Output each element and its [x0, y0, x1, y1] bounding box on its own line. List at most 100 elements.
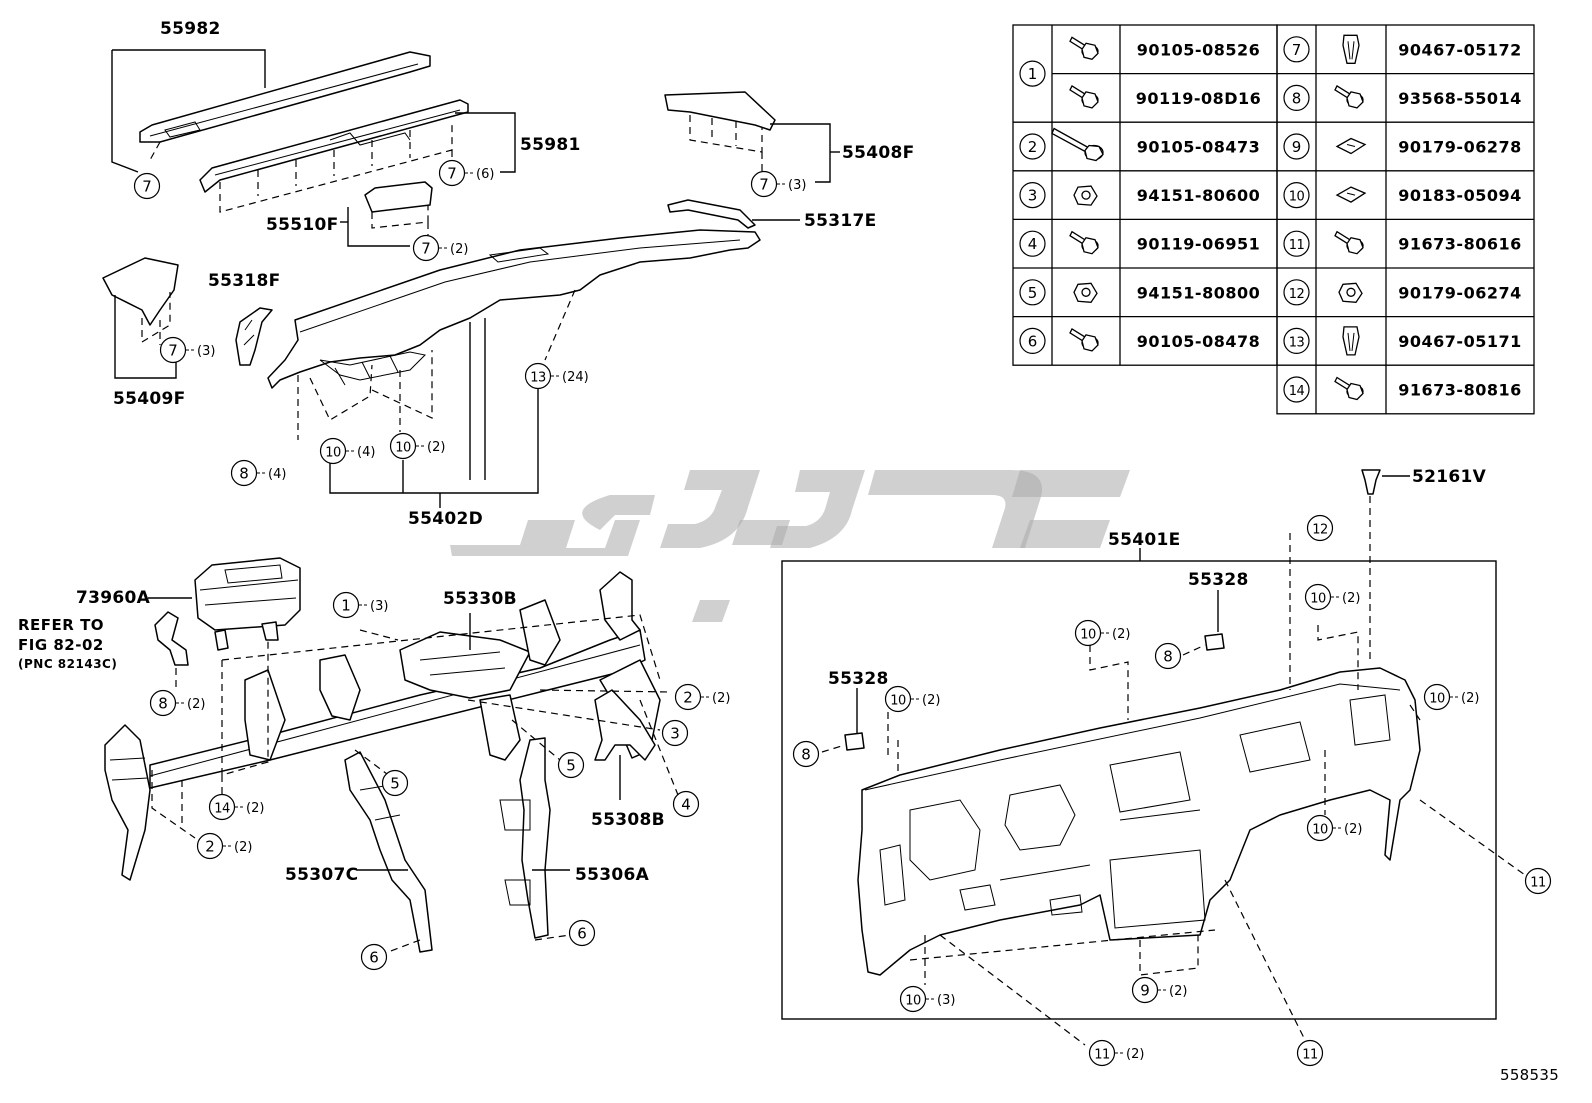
note-line-3: (PNC 82143C): [18, 657, 117, 671]
part-55982-drawing: [111, 49, 431, 173]
callout-quantity: (2): [450, 242, 468, 257]
table-part-number: 90179-06274: [1398, 283, 1521, 302]
callout: 7(3): [159, 336, 215, 364]
callout-quantity: (2): [246, 801, 264, 816]
callout-11: 11: [1296, 1039, 1324, 1067]
part-55317E-drawing: [667, 199, 800, 229]
label-55328-a: 55328: [1188, 570, 1249, 590]
callout-number: 11: [1289, 238, 1305, 253]
label-55318F: 55318F: [208, 271, 281, 291]
callout-number: 10: [905, 994, 921, 1009]
callout-number: 11: [1302, 1048, 1318, 1063]
callout-11: 11: [1088, 1039, 1116, 1067]
callout-number: 7: [421, 240, 431, 258]
callout: 7(3): [750, 170, 806, 198]
callout: 3: [661, 719, 689, 747]
callout-10: 10: [319, 437, 347, 465]
part-73960A-drawing: [148, 557, 301, 651]
callout-quantity: (6): [476, 167, 494, 182]
table-ref-8: 8: [1283, 84, 1310, 112]
callout-10: 10: [1306, 814, 1334, 842]
table-part-number: 90467-05172: [1398, 40, 1521, 59]
table-ref-2: 2: [1019, 133, 1046, 160]
callout-number: 5: [1028, 284, 1038, 302]
part-55318F-drawing: [235, 307, 273, 366]
label-55401E: 55401E: [1108, 530, 1181, 550]
callout: 10(2): [884, 685, 940, 713]
callout: 4: [672, 790, 700, 818]
callout-number: 6: [577, 925, 587, 943]
callout-8: 8: [1154, 642, 1182, 670]
callout: 13(24): [524, 362, 589, 390]
callout: 11: [1524, 867, 1552, 895]
clip-icon: [1342, 326, 1360, 356]
right-dashed-links: [821, 533, 1526, 1046]
callout: 11: [1296, 1039, 1324, 1067]
callout: 7(6): [438, 159, 494, 187]
callout-7: 7: [133, 172, 161, 200]
callout-7: 7: [412, 234, 440, 262]
callout-number: 3: [1028, 187, 1038, 205]
clip-icon: [1342, 34, 1360, 64]
callout-number: 7: [759, 176, 769, 194]
bolt-washer-icon: [1069, 327, 1099, 352]
callout-number: 10: [325, 446, 341, 461]
callout: 8(4): [230, 459, 286, 487]
callout-2: 2: [196, 832, 224, 860]
figure-id: 558535: [1500, 1066, 1559, 1084]
table-part-number: 91673-80616: [1398, 235, 1521, 254]
callout: 6: [360, 943, 388, 971]
callout: 10 (4): [319, 437, 375, 465]
callout-12: 12: [1306, 514, 1334, 542]
callout-8: 8: [230, 459, 258, 487]
callout-10: 10: [1423, 683, 1451, 711]
callout: 8: [792, 740, 820, 768]
callout-quantity: (4): [357, 445, 375, 460]
callout: 8(2): [149, 689, 205, 717]
callout: 1(3): [332, 591, 388, 619]
callout-5: 5: [557, 751, 585, 779]
callout-10: 10: [389, 432, 417, 460]
callout-number: 11: [1530, 876, 1546, 891]
callout: 10(3): [899, 985, 955, 1013]
table-ref-6: 6: [1019, 327, 1046, 354]
label-55408F: 55408F: [842, 143, 915, 163]
table-ref-7: 7: [1283, 36, 1310, 63]
callout: 6: [568, 919, 596, 947]
label-55307C: 55307C: [285, 865, 358, 885]
callout-number: 2: [1028, 138, 1038, 156]
table-part-number: 94151-80800: [1137, 283, 1260, 302]
callout-quantity: (3): [197, 344, 215, 359]
table-part-number: 90179-06278: [1398, 138, 1521, 157]
callout-number: 1: [1028, 65, 1038, 83]
table-ref-13: 13: [1283, 327, 1310, 354]
callout-number: 8: [239, 465, 249, 483]
callout-number: 11: [1094, 1048, 1110, 1063]
callout-number: 12: [1289, 287, 1305, 302]
label-55982: 55982: [160, 19, 221, 39]
callout: 14(2): [208, 793, 264, 821]
callout-6: 6: [568, 919, 596, 947]
part-55408F-drawing: [664, 91, 840, 183]
callout: 10(2): [1304, 583, 1360, 611]
callout-quantity: (2): [1342, 591, 1360, 606]
callout-11: 11: [1524, 867, 1552, 895]
label-55510F: 55510F: [266, 215, 339, 235]
table-part-number: 90105-08478: [1137, 332, 1260, 351]
table-part-number: 90119-06951: [1137, 235, 1260, 254]
callout: 7: [133, 172, 161, 200]
bolt-washer-icon: [1069, 84, 1099, 109]
callout: 9(2): [1131, 976, 1187, 1004]
label-55409F: 55409F: [113, 389, 186, 409]
bolt-washer-icon: [1334, 230, 1364, 255]
callout-quantity: (2): [1461, 691, 1479, 706]
callout-number: 8: [801, 746, 811, 764]
nut-icon: [1338, 282, 1363, 303]
callout-quantity: (2): [234, 840, 252, 855]
label-55402D: 55402D: [408, 509, 483, 529]
callout-number: 12: [1312, 523, 1328, 538]
callout-6: 6: [360, 943, 388, 971]
part-55981-drawing: [199, 99, 516, 213]
table-ref-5: 5: [1019, 279, 1046, 306]
